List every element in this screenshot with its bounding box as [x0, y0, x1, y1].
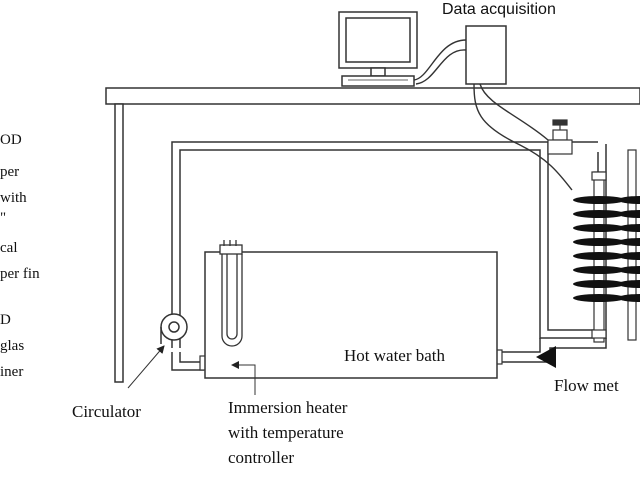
valve-icon: [547, 119, 573, 155]
circulator-pump-icon: [160, 313, 188, 344]
left-text-line: OD: [0, 132, 22, 148]
flow-meter-label: Flow met: [554, 376, 619, 395]
hot-water-bath-label: Hot water bath: [344, 346, 446, 365]
immersion-heater-label-line1: Immersion heater: [228, 398, 348, 417]
monitor-icon: [338, 11, 418, 87]
left-text-line: glas: [0, 338, 25, 354]
cables: [413, 39, 573, 191]
leader-lines: [127, 345, 256, 395]
data-acquisition-label: Data acquisition: [442, 1, 556, 18]
flow-direction-arrow: [536, 346, 556, 368]
immersion-heater-label-line2: with temperature: [228, 423, 344, 442]
pipe-joints: [199, 171, 607, 371]
left-text-line: iner: [0, 364, 24, 380]
immersion-heater-icon: [219, 240, 243, 347]
left-text-line: per fin: [0, 266, 40, 282]
left-text-line: per: [0, 164, 20, 180]
finned-tube-left: [573, 171, 625, 343]
data-acquisition-box: [465, 25, 507, 85]
circulator-label: Circulator: [72, 402, 141, 421]
finned-tube-right: [618, 149, 640, 341]
left-text-line: D: [0, 312, 11, 328]
left-text-line: ": [0, 210, 7, 226]
left-text-line: with: [0, 190, 27, 206]
table: [105, 87, 640, 383]
hot-water-bath: [204, 251, 498, 379]
left-text-line: cal: [0, 240, 18, 256]
immersion-heater-label-line3: controller: [228, 448, 295, 467]
